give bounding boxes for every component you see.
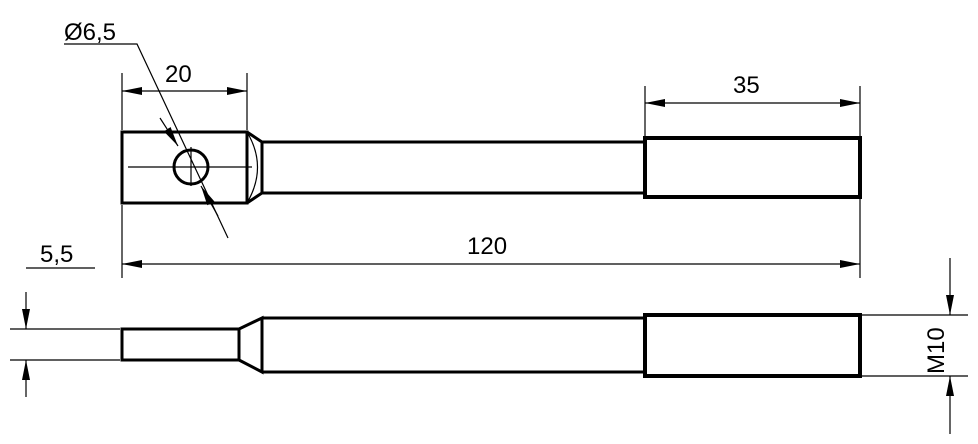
thread-size-label: M10 — [923, 327, 950, 374]
thread-length-label: 35 — [733, 72, 760, 99]
diameter-dimension: Ø6,5 — [64, 19, 229, 239]
thread-size-dimension: M10 — [862, 258, 968, 434]
flat-thickness-dimension: 5,5 — [10, 241, 120, 397]
hole-centerline — [128, 147, 252, 186]
chamfer-edge — [246, 131, 258, 204]
top-view — [120, 130, 862, 205]
total-length-dimension: 120 — [121, 199, 861, 278]
shaft — [262, 140, 645, 195]
threaded-end — [643, 136, 862, 199]
head-length-dimension: 20 — [121, 61, 248, 130]
head-chamfer — [246, 130, 264, 205]
head-length-label: 20 — [165, 61, 192, 88]
flat-head — [120, 327, 241, 362]
flat-thickness-label: 5,5 — [40, 241, 73, 268]
diameter-label: Ø6,5 — [64, 19, 116, 46]
taper — [238, 315, 264, 375]
shaft-side — [262, 316, 645, 374]
total-length-label: 120 — [467, 233, 507, 260]
thread-length-dimension: 35 — [644, 72, 861, 136]
side-view — [120, 313, 862, 378]
threaded-end-side — [643, 313, 862, 378]
